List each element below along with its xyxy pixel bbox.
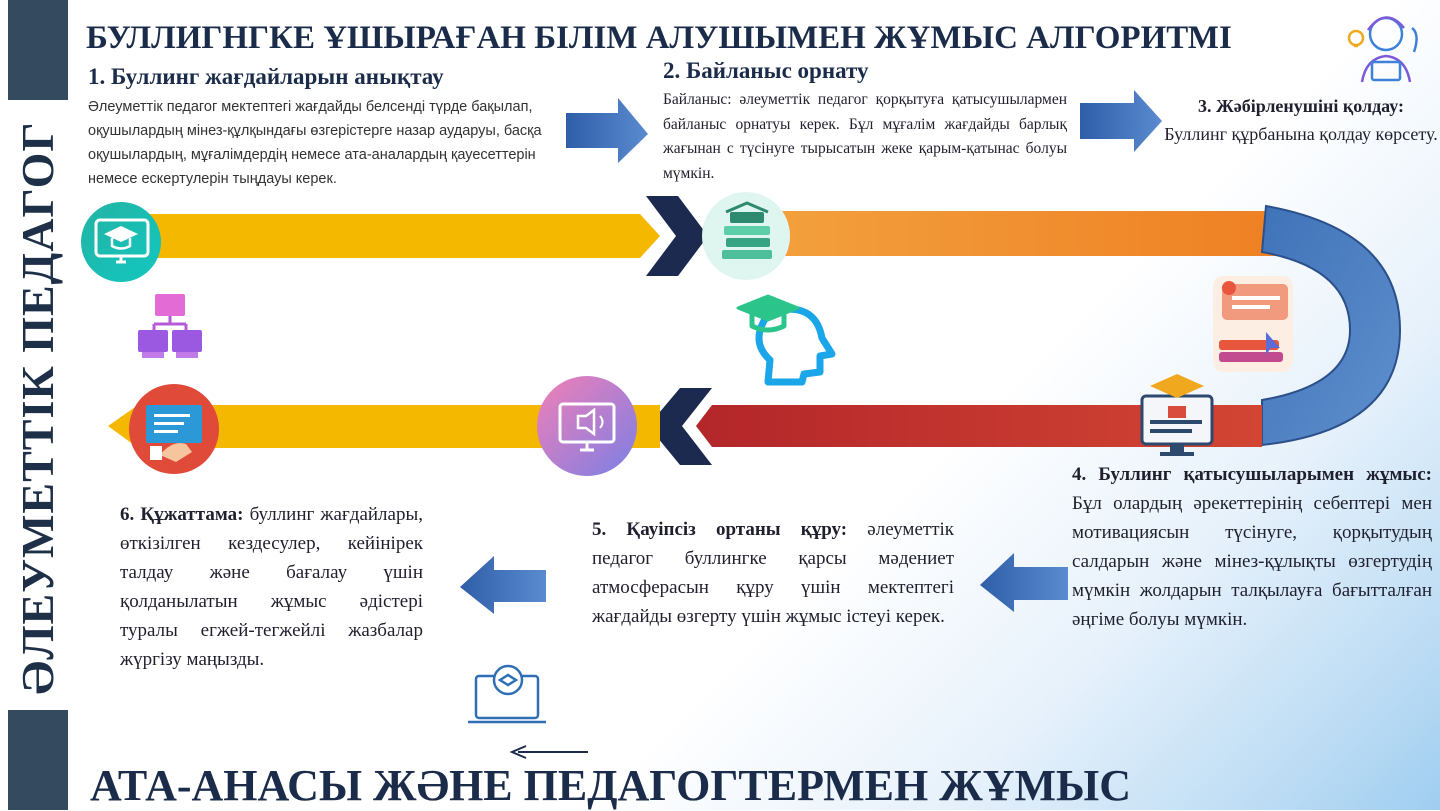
step-5-title: 5. Қауіпсіз ортаны құру: xyxy=(592,519,848,540)
step-6-body: буллинг жағдайлары, өткізілген кездесуле… xyxy=(120,504,423,670)
online-course-icon xyxy=(1140,374,1214,456)
blocks-icon xyxy=(138,294,202,358)
presentation-icon xyxy=(129,384,219,474)
orange-band xyxy=(742,211,1308,256)
yellow-band-bottom xyxy=(108,405,660,448)
teacher-avatar-icon xyxy=(1347,16,1418,83)
step-5-text: 5. Қауіпсіз ортаны құру: әлеуметтік педа… xyxy=(592,515,954,631)
feedback-book-icon xyxy=(1213,276,1293,372)
yellow-band-top xyxy=(118,214,660,258)
step-4-body: Бұл олардың әрекеттерінің себептері мен … xyxy=(1072,493,1432,630)
arrow-left-2 xyxy=(460,556,546,614)
thin-arrow-left xyxy=(509,745,588,759)
step-1-body: Әлеуметтік педагог мектептегі жағдайды б… xyxy=(88,99,542,187)
navy-chevron-top xyxy=(646,196,708,276)
books-icon xyxy=(702,192,790,280)
arrow-right-2 xyxy=(1080,90,1162,152)
graduate-head-icon xyxy=(736,294,836,386)
step-1-title: 1. Буллинг жағдайларын анықтау xyxy=(88,64,444,89)
arrow-left-1 xyxy=(980,553,1068,612)
navy-chevron-bottom xyxy=(648,388,712,465)
teacher-computer-icon xyxy=(81,202,161,282)
step-3-body: Буллинг құрбанына қолдау көрсету. xyxy=(1164,124,1438,144)
arrow-right-1 xyxy=(566,98,648,163)
step-6-title: 6. Құжаттама: xyxy=(120,504,244,525)
step-4-text: 4. Буллинг қатысушыларымен жұмыс: Бұл ол… xyxy=(1072,460,1432,634)
blue-curve xyxy=(1260,204,1402,447)
sidebar-top-block xyxy=(8,0,68,100)
step-4-title: 4. Буллинг қатысушыларымен жұмыс: xyxy=(1072,464,1432,485)
step-3-title: 3. Жәбірленушіні қолдау: xyxy=(1197,96,1405,116)
red-band xyxy=(696,405,1262,447)
laptop-chat-icon xyxy=(468,664,546,724)
monitor-speaker-icon xyxy=(537,376,637,476)
sidebar-bottom-block xyxy=(8,710,68,810)
step-6-text: 6. Құжаттама: буллинг жағдайлары, өткізі… xyxy=(120,500,423,674)
page-title: БУЛЛИГНГКЕ ҰШЫРАҒАН БІЛІМ АЛУШЫМЕН ЖҰМЫС… xyxy=(86,20,1232,56)
step-3-text: 3. Жәбірленушіні қолдау: Буллинг құрбаны… xyxy=(1160,92,1440,148)
footer-title: АТА-АНАСЫ ЖӘНЕ ПЕДАГОГТЕРМЕН ЖҰМЫС xyxy=(90,761,1132,810)
step-2-body: Байланыс: әлеуметтік педагог қорқытуға қ… xyxy=(663,91,1067,182)
step-2-title: 2. Байланыс орнату xyxy=(663,58,869,83)
step-5-body: әлеуметтік педагог буллингке қарсы мәден… xyxy=(592,519,955,627)
